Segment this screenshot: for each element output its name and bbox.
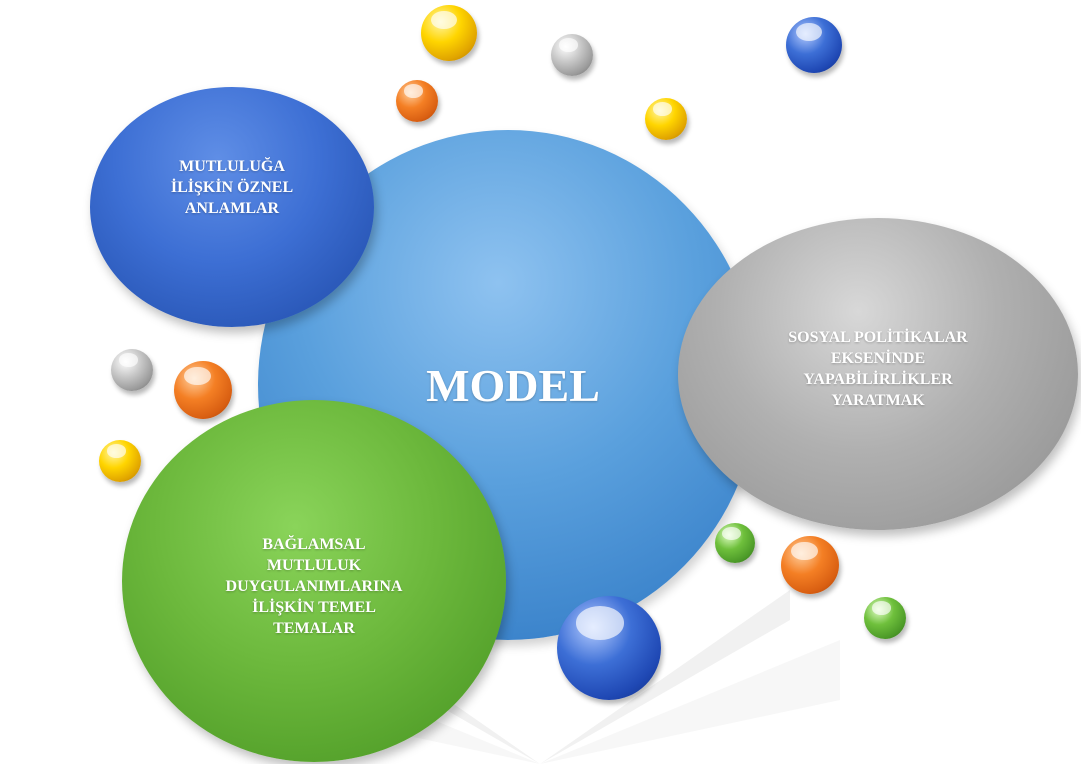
orange-ball bbox=[781, 536, 839, 594]
center-label: MODEL bbox=[426, 359, 600, 411]
subjective-meanings-bubble: MUTLULUĞA İLİŞKİN ÖZNEL ANLAMLAR bbox=[90, 87, 374, 327]
gray-ball bbox=[551, 34, 593, 76]
orange-ball bbox=[174, 361, 232, 419]
contextual-themes-label: BAĞLAMSAL MUTLULUK DUYGULANIMLARINA İLİŞ… bbox=[225, 535, 403, 637]
gray-ball bbox=[111, 349, 153, 391]
green-ball bbox=[715, 523, 755, 563]
contextual-themes-bubble: BAĞLAMSAL MUTLULUK DUYGULANIMLARINA İLİŞ… bbox=[122, 400, 506, 762]
blue-ball bbox=[557, 596, 661, 700]
subjective-meanings-label: MUTLULUĞA İLİŞKİN ÖZNEL ANLAMLAR bbox=[170, 157, 294, 217]
green-ball bbox=[864, 597, 906, 639]
social-policies-bubble: SOSYAL POLİTİKALAR EKSENİNDE YAPABİLİRLİ… bbox=[678, 218, 1078, 530]
blue-ball bbox=[786, 17, 842, 73]
social-policies-label: SOSYAL POLİTİKALAR EKSENİNDE YAPABİLİRLİ… bbox=[788, 329, 968, 409]
yellow-ball bbox=[421, 5, 477, 61]
yellow-ball bbox=[99, 440, 141, 482]
orange-ball bbox=[396, 80, 438, 122]
yellow-ball bbox=[645, 98, 687, 140]
